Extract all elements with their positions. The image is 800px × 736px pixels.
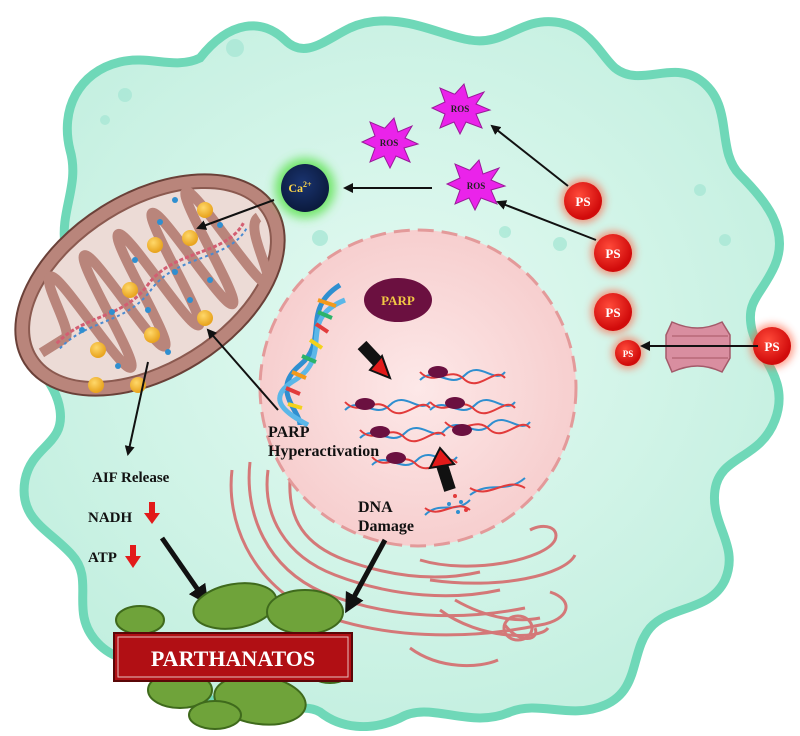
svg-text:ROS: ROS xyxy=(467,181,486,191)
svg-text:ROS: ROS xyxy=(451,104,470,114)
parp-bound-dots xyxy=(355,366,472,464)
arrow-damage-to-parthanatos xyxy=(345,538,388,614)
parthanatos-title: PARTHANATOS xyxy=(151,646,315,671)
parp-enzyme xyxy=(364,278,432,322)
parp-label: PARP xyxy=(381,293,415,308)
dna-helix xyxy=(277,282,346,428)
arrow-calcium-to-mito xyxy=(196,199,275,230)
ros-star-2: ROS xyxy=(430,82,492,136)
endoplasmic-reticulum xyxy=(229,461,577,668)
ps-particle-4: PS xyxy=(612,337,644,369)
parthanatos-banner xyxy=(113,632,353,682)
nadh-down-arrow xyxy=(144,502,160,524)
arrows xyxy=(124,124,758,456)
svg-text:PS: PS xyxy=(623,349,634,359)
calcium-ion xyxy=(281,164,329,212)
er-vesicle xyxy=(502,614,534,642)
parthanatos-banner-inner xyxy=(117,636,349,678)
ps-particle-2: PS xyxy=(591,231,635,275)
damaged-dna xyxy=(424,477,526,516)
calcium-label: Ca2+ xyxy=(288,180,312,195)
dna-break-fragments xyxy=(447,494,468,514)
mito-dots xyxy=(79,197,223,369)
svg-text:ROS: ROS xyxy=(380,138,399,148)
mito-granules xyxy=(88,202,213,393)
ps-particle-3: PS xyxy=(591,290,635,334)
arrow-atp-to-parthanatos xyxy=(159,536,209,605)
nucleus xyxy=(260,230,576,546)
atp-down-arrow xyxy=(125,545,141,568)
arrow-parp-to-mito xyxy=(206,328,279,411)
red-arrow-parp-to-dna xyxy=(357,340,392,380)
aif-release-label: AIF Release xyxy=(92,470,170,486)
nuclear-envelope xyxy=(258,228,578,548)
cell-fragments xyxy=(115,582,353,730)
ps-particle-5: PS xyxy=(750,324,794,368)
nadh-label: NADH xyxy=(88,510,132,526)
svg-text:PS: PS xyxy=(764,339,779,354)
ros-star-1: ROS xyxy=(360,116,420,170)
svg-text:PS: PS xyxy=(575,194,590,209)
atp-label: ATP xyxy=(88,550,117,566)
ps-particle-1: PS xyxy=(561,179,605,223)
arrow-ps-to-ros-mid xyxy=(496,200,597,241)
red-arrow-damage-to-dna xyxy=(428,446,456,492)
svg-text:PS: PS xyxy=(605,246,620,261)
big-arrows xyxy=(159,536,388,614)
ros-star-3: ROS xyxy=(445,158,507,212)
svg-text:PS: PS xyxy=(605,305,620,320)
arrow-ps-to-ros-top xyxy=(490,124,569,187)
arrow-mito-to-aif xyxy=(124,361,149,456)
